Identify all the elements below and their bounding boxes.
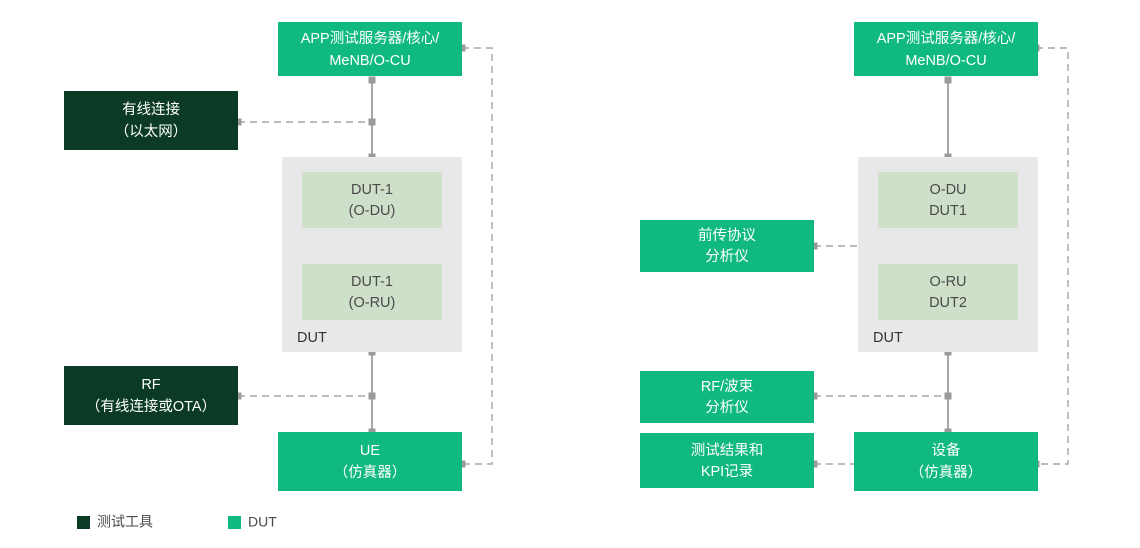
left-rf-tool-line1: RF	[141, 377, 160, 393]
left-dut-container-label: DUT	[297, 330, 327, 346]
right-fronthaul-line2: 分析仪	[705, 248, 749, 265]
right-handle-trunk-rfbeam	[944, 392, 952, 400]
left-dut-inner-2-line2: (O-RU)	[349, 295, 396, 311]
left-dashed-loop-appserver-to-ue	[462, 47, 493, 465]
legend-label-test-tool: 测试工具	[97, 514, 153, 530]
right-fronthaul-line1: 前传协议	[698, 227, 756, 244]
left-ue-line1: UE	[360, 443, 380, 459]
legend-swatch-dut	[228, 516, 241, 529]
right-kpi-record-box[interactable]	[640, 433, 814, 488]
right-dut-inner-1-line2: DUT1	[929, 203, 967, 219]
right-app-server-line1: APP测试服务器/核心/	[877, 30, 1017, 47]
left-dut-inner-box-1[interactable]	[302, 172, 442, 228]
right-device-line2: （仿真器）	[910, 463, 983, 481]
right-dut-inner-box-2[interactable]	[878, 264, 1018, 320]
right-kpi-line2: KPI记录	[701, 463, 753, 480]
legend-swatch-test-tool	[77, 516, 90, 529]
right-dut-inner-2-line2: DUT2	[929, 295, 967, 311]
left-app-server-line1: APP测试服务器/核心/	[301, 30, 441, 47]
left-handle-trunk-rf	[368, 392, 376, 400]
left-app-server-box[interactable]	[278, 22, 462, 76]
right-rfbeam-line2: 分析仪	[705, 399, 749, 416]
left-rf-tool-box[interactable]	[64, 366, 238, 425]
right-fronthaul-analyzer-box[interactable]	[640, 220, 814, 272]
left-dut-inner-1-line1: DUT-1	[351, 182, 393, 198]
legend-label-dut: DUT	[248, 514, 277, 530]
right-dut-inner-2-line1: O-RU	[929, 274, 966, 290]
right-dut-container-label: DUT	[873, 330, 903, 346]
left-wired-tool-line1: 有线连接	[122, 101, 180, 118]
right-handle-appserver-bottom	[944, 76, 952, 84]
right-app-server-box[interactable]	[854, 22, 1038, 76]
left-handle-appserver-bottom	[368, 76, 376, 84]
right-app-server-line2: MeNB/O-CU	[905, 53, 986, 69]
left-ue-box[interactable]	[278, 432, 462, 491]
right-kpi-line1: 测试结果和	[691, 442, 764, 459]
left-wired-tool-line2: （以太网）	[115, 123, 188, 140]
right-rfbeam-line1: RF/波束	[701, 378, 753, 395]
right-device-box[interactable]	[854, 432, 1038, 491]
left-rf-tool-line2: （有线连接或OTA）	[86, 398, 216, 415]
right-device-line1: 设备	[932, 442, 961, 459]
right-rf-beam-analyzer-box[interactable]	[640, 371, 814, 423]
right-dut-inner-box-1[interactable]	[878, 172, 1018, 228]
left-dut-inner-1-line2: (O-DU)	[349, 203, 396, 219]
right-dut-inner-1-line1: O-DU	[929, 182, 966, 198]
left-app-server-line2: MeNB/O-CU	[329, 53, 410, 69]
left-ue-line2: （仿真器）	[334, 463, 407, 481]
left-dut-inner-2-line1: DUT-1	[351, 274, 393, 290]
left-dut-inner-box-2[interactable]	[302, 264, 442, 320]
left-handle-trunk-wired	[368, 118, 376, 126]
right-dashed-loop-appserver-to-device	[1036, 47, 1069, 465]
left-wired-connection-tool-box[interactable]	[64, 91, 238, 150]
